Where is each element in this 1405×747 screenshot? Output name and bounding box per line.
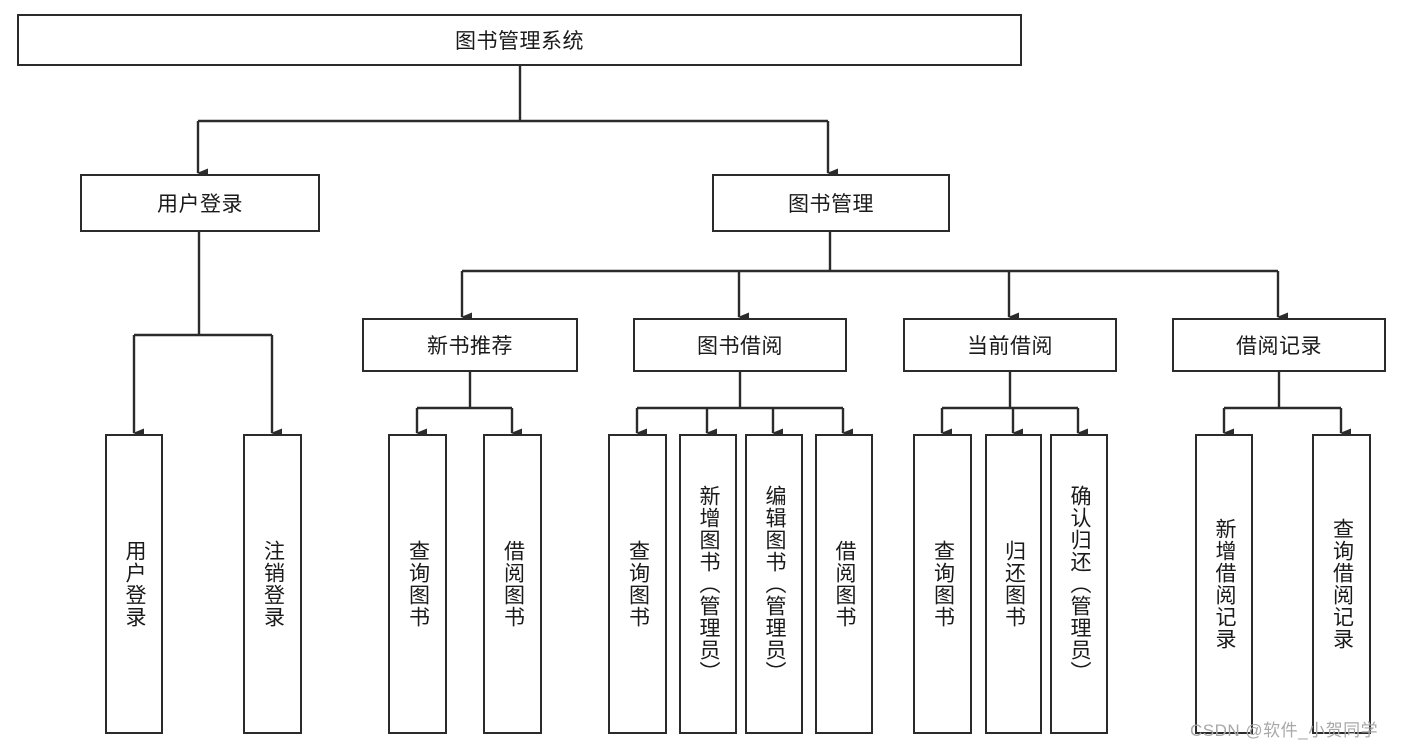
node-new-book-recommend[interactable]: 新书推荐 <box>362 318 578 372</box>
node-leaf-query-book-1[interactable]: 查询图书 <box>388 434 447 734</box>
node-label: 图书借阅 <box>697 335 783 358</box>
node-label: 查询借阅记录 <box>1330 518 1354 650</box>
node-leaf-confirm-return[interactable]: 确认归还（管理员） <box>1050 434 1108 734</box>
node-leaf-query-book-3[interactable]: 查询图书 <box>913 434 972 734</box>
node-leaf-query-book-2[interactable]: 查询图书 <box>608 434 667 734</box>
node-label: 查询图书 <box>406 540 430 628</box>
node-leaf-borrow-book-2[interactable]: 借阅图书 <box>815 434 873 734</box>
node-label: 用户登录 <box>123 540 147 628</box>
node-leaf-add-borrow-record[interactable]: 新增借阅记录 <box>1195 434 1253 734</box>
node-root[interactable]: 图书管理系统 <box>17 14 1022 66</box>
node-leaf-borrow-book-1[interactable]: 借阅图书 <box>483 434 542 734</box>
node-label: 新增借阅记录 <box>1213 518 1237 650</box>
node-label: 新书推荐 <box>427 335 513 358</box>
node-book-borrow[interactable]: 图书借阅 <box>633 318 847 372</box>
node-label: 查询图书 <box>626 540 650 628</box>
node-current-borrow[interactable]: 当前借阅 <box>903 318 1117 372</box>
node-label: 确认归还（管理员） <box>1068 485 1092 683</box>
node-user-login[interactable]: 用户登录 <box>80 174 320 232</box>
node-label: 借阅图书 <box>501 540 525 628</box>
node-leaf-user-logout[interactable]: 注销登录 <box>243 434 302 734</box>
csdn-watermark: CSDN @软件_小贺同学 <box>1190 721 1379 740</box>
node-label: 注销登录 <box>261 540 285 628</box>
node-label: 图书管理 <box>788 193 874 216</box>
node-label: 用户登录 <box>157 193 243 216</box>
node-label: 新增图书（管理员） <box>697 485 721 683</box>
node-label: 借阅记录 <box>1236 335 1322 358</box>
node-label: 编辑图书（管理员） <box>763 485 787 683</box>
node-leaf-query-borrow-record[interactable]: 查询借阅记录 <box>1312 434 1371 734</box>
node-borrow-record[interactable]: 借阅记录 <box>1172 318 1386 372</box>
node-leaf-edit-book[interactable]: 编辑图书（管理员） <box>745 434 803 734</box>
node-label: 查询图书 <box>931 540 955 628</box>
node-book-manage[interactable]: 图书管理 <box>712 174 950 232</box>
node-label: 归还图书 <box>1002 540 1026 628</box>
node-label: 借阅图书 <box>833 540 857 628</box>
node-leaf-return-book[interactable]: 归还图书 <box>985 434 1042 734</box>
node-label: 图书管理系统 <box>455 30 584 53</box>
node-leaf-user-login[interactable]: 用户登录 <box>105 434 163 734</box>
node-label: 当前借阅 <box>967 335 1053 358</box>
node-leaf-add-book[interactable]: 新增图书（管理员） <box>679 434 737 734</box>
